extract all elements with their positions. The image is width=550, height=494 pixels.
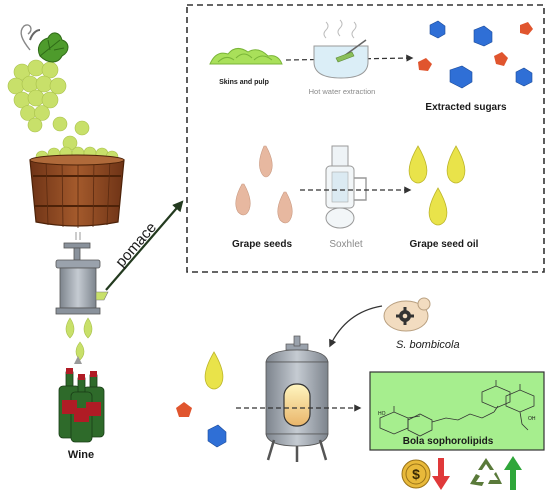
arrow-down-icon [432, 458, 450, 490]
dollar-coin-icon: $ [401, 459, 431, 489]
recycle-icon [470, 458, 502, 486]
extraction-box [186, 4, 545, 273]
sustainability-indicator [470, 456, 522, 490]
microbe-label: S. bombicola [396, 339, 460, 351]
product-label: Bola sophorolipids [403, 436, 494, 447]
sugar-shapes [418, 20, 533, 89]
svg-text:OH: OH [528, 416, 536, 422]
wine-press [55, 242, 109, 315]
grape-bunch [7, 24, 69, 133]
feed-sugar-blue [207, 424, 227, 448]
wine-label: Wine [68, 449, 94, 461]
pomace-label: pomace [112, 219, 160, 270]
hot-water-label: Hot water extraction [309, 87, 376, 96]
wine-bottles [58, 368, 105, 443]
grape-seeds [235, 145, 293, 224]
skins-pulp-label: Skins and pulp [219, 79, 269, 86]
gear-icon [396, 307, 414, 325]
product-box: HO OH [369, 371, 545, 451]
yeast-arrow [329, 305, 383, 348]
bioreactor [265, 335, 329, 462]
grape-seed-oil-label: Grape seed oil [410, 239, 479, 250]
grape-seeds-label: Grape seeds [232, 239, 292, 250]
feed-oil-drop [204, 351, 224, 390]
cost-symbol: $ [412, 466, 420, 482]
soxhlet-label: Soxhlet [329, 239, 363, 250]
leaf-icon [37, 32, 69, 63]
skins-pulp-pile [209, 48, 283, 65]
arrow-sugars [285, 54, 414, 62]
soxhlet-apparatus [325, 145, 367, 229]
arrow-up-icon [504, 456, 522, 490]
pomace-arrow [105, 200, 184, 291]
juice-drops [65, 317, 93, 361]
hot-water-beaker [313, 19, 369, 79]
falling-grapes [52, 116, 90, 151]
feed-sugar-red [176, 402, 192, 417]
yeast-cell [383, 297, 431, 332]
svg-text:HO: HO [378, 411, 386, 417]
barrel [29, 146, 125, 228]
oil-drops [408, 145, 466, 226]
cost-indicator: $ [401, 458, 450, 490]
extracted-sugars-label: Extracted sugars [425, 102, 507, 113]
